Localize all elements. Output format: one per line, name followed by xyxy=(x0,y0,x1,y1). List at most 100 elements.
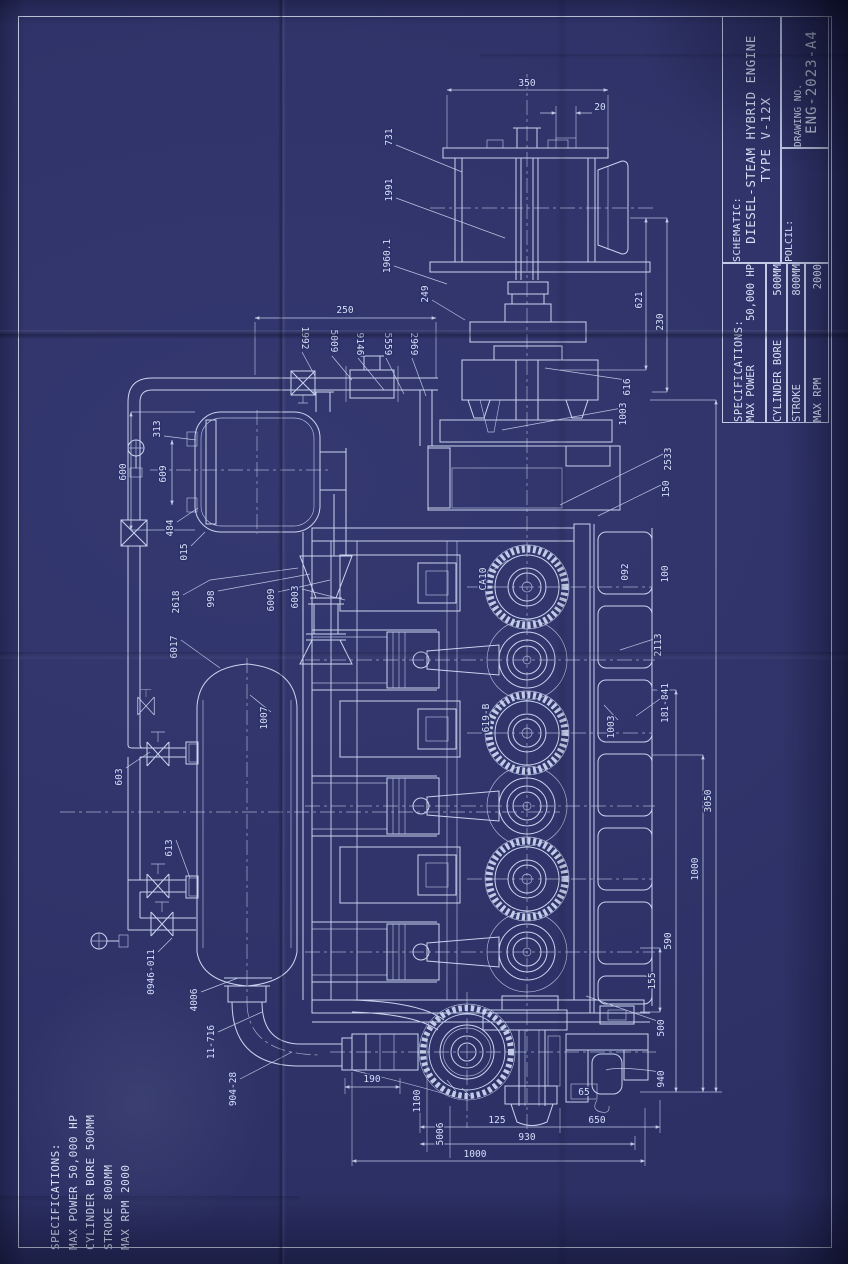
dim-2618: 2618 xyxy=(171,590,182,613)
dim-181-841: 181-841 xyxy=(660,683,671,723)
spec-bore-label: CYLINDER BORE xyxy=(771,339,784,422)
dim-5009: 5009 xyxy=(328,330,339,353)
dim-1000-bottom: 1000 xyxy=(464,1149,487,1160)
dim-155: 155 xyxy=(647,972,658,989)
oil-pump xyxy=(351,995,649,1126)
bottom-dimensions xyxy=(344,995,661,1166)
pipe-callouts xyxy=(254,316,437,397)
dim-484: 484 xyxy=(165,519,176,536)
detail-label: POLCIL: xyxy=(784,219,795,262)
corner-spec-rpm: MAX RPM 2000 xyxy=(119,1164,133,1250)
piston-bay-2 xyxy=(304,619,656,701)
piston-bay-4 xyxy=(304,765,656,847)
dim-230: 230 xyxy=(655,313,666,330)
crank-bay-5 xyxy=(340,837,652,921)
dim-940: 940 xyxy=(656,1070,667,1087)
dim-998: 998 xyxy=(206,590,217,607)
dim-5559: 5559 xyxy=(382,333,393,356)
spec-bore-value: 500MM xyxy=(771,264,784,296)
dimension-labels: 350 20 250 190 125 650 930 1000 65 731 1… xyxy=(113,77,716,1162)
dim-11-716: 11-716 xyxy=(206,1025,217,1060)
corner-spec-bore: CYLINDER BORE 500MM xyxy=(84,1114,98,1250)
dim-313: 313 xyxy=(152,420,163,437)
corner-spec-stroke: STROKE 800MM xyxy=(101,1164,115,1250)
dim-2533: 2533 xyxy=(663,448,674,471)
dim-619-b: 619-B xyxy=(481,703,492,732)
globe-valve-upper xyxy=(146,731,170,767)
dim-250: 250 xyxy=(336,305,353,316)
dim-125: 125 xyxy=(488,1115,505,1126)
spec-col-bore: CYLINDER BORE 500MM xyxy=(766,263,787,423)
title-block: SCHEMATIC: DIESEL-STEAM HYBRID ENGINE TY… xyxy=(722,16,829,423)
spec-col-rpm: MAX RPM 2000 xyxy=(805,263,829,423)
globe-valve-bottom xyxy=(150,901,174,937)
dim-1003-upper: 1003 xyxy=(618,403,629,426)
dim-600-left: 600 xyxy=(118,463,129,480)
dim-092: 092 xyxy=(620,563,631,580)
spec-rpm-value: 2000 xyxy=(812,264,824,290)
dim-4006: 4006 xyxy=(189,988,200,1011)
drawing-no-label: DRAWING NO. xyxy=(792,84,804,147)
dim-609: 609 xyxy=(158,465,169,482)
centerlines xyxy=(60,74,656,1132)
dim-650: 650 xyxy=(588,1115,605,1126)
spec-stroke-value: 800MM xyxy=(791,264,803,296)
right-dimensions xyxy=(489,399,722,1093)
dim-1000-right: 1000 xyxy=(690,857,701,880)
engine-block xyxy=(302,523,653,1023)
spec-max-power-label: MAX POWER xyxy=(745,365,757,422)
dim-904-28: 904-28 xyxy=(228,1072,239,1107)
handwheel-valve-top xyxy=(127,439,145,478)
steam-piping xyxy=(120,355,438,931)
handwheel-valve-corner xyxy=(90,932,129,950)
dim-6003: 6003 xyxy=(290,586,301,609)
dim-500: 500 xyxy=(656,1019,667,1036)
piston-bay-6 xyxy=(304,911,656,993)
drawing-title-line2: TYPE V-12X xyxy=(758,96,773,183)
dim-249: 249 xyxy=(420,285,431,302)
dim-190: 190 xyxy=(363,1074,380,1085)
dim-616: 616 xyxy=(622,378,633,395)
dim-1991: 1991 xyxy=(384,178,395,201)
detail-cell: POLCIL: xyxy=(781,148,829,263)
dim-1992: 1992 xyxy=(299,327,310,350)
dim-65: 65 xyxy=(578,1087,589,1098)
globe-valve-lower xyxy=(146,863,170,899)
spec-max-power-value: 50,000 HP xyxy=(745,264,757,321)
dim-1007: 1007 xyxy=(259,707,270,730)
dim-603: 603 xyxy=(114,768,125,785)
corner-specifications: SPECIFICATIONS: MAX POWER 50,000 HP CYLI… xyxy=(46,1030,136,1250)
crank-bay-1 xyxy=(340,545,652,629)
dim-6009: 6009 xyxy=(266,588,277,611)
dim-613: 613 xyxy=(164,839,175,856)
dim-015: 015 xyxy=(179,543,190,560)
spec-rpm-label: MAX RPM xyxy=(812,377,824,422)
spec-col-stroke: STROKE 800MM xyxy=(787,263,805,423)
dim-150: 150 xyxy=(661,480,672,497)
dim-0946-011: 0946-011 xyxy=(146,949,157,995)
dim-1100: 1100 xyxy=(412,1089,423,1112)
flywheel-assembly xyxy=(393,88,651,321)
dim-930: 930 xyxy=(518,1132,535,1143)
dim-1960-1: 1960.1 xyxy=(382,239,393,274)
spec-heading: SPECIFICATIONS: xyxy=(733,319,745,422)
dim-ca10: CA10 xyxy=(478,567,489,590)
title-cell: SCHEMATIC: DIESEL-STEAM HYBRID ENGINE TY… xyxy=(722,16,781,263)
dim-2113: 2113 xyxy=(653,634,664,657)
dim-1003-lower: 1003 xyxy=(606,716,617,739)
schematic-label: SCHEMATIC: xyxy=(732,196,743,262)
dim-20: 20 xyxy=(594,102,606,113)
dim-731: 731 xyxy=(384,128,395,145)
water-tank xyxy=(188,663,419,1071)
drawing-title-line1: DIESEL-STEAM HYBRID ENGINE xyxy=(743,35,758,244)
drawing-no-value: ENG-2023-A4 xyxy=(803,30,820,134)
spec-stroke-label: STROKE xyxy=(791,384,803,422)
dim-621: 621 xyxy=(634,291,645,308)
dim-3050: 3050 xyxy=(703,789,714,812)
dim-6017: 6017 xyxy=(169,636,180,659)
dim-5006: 5006 xyxy=(435,1122,446,1145)
dim-350: 350 xyxy=(518,78,535,89)
dim-2969: 2969 xyxy=(408,333,419,356)
steam-drum xyxy=(186,391,347,556)
